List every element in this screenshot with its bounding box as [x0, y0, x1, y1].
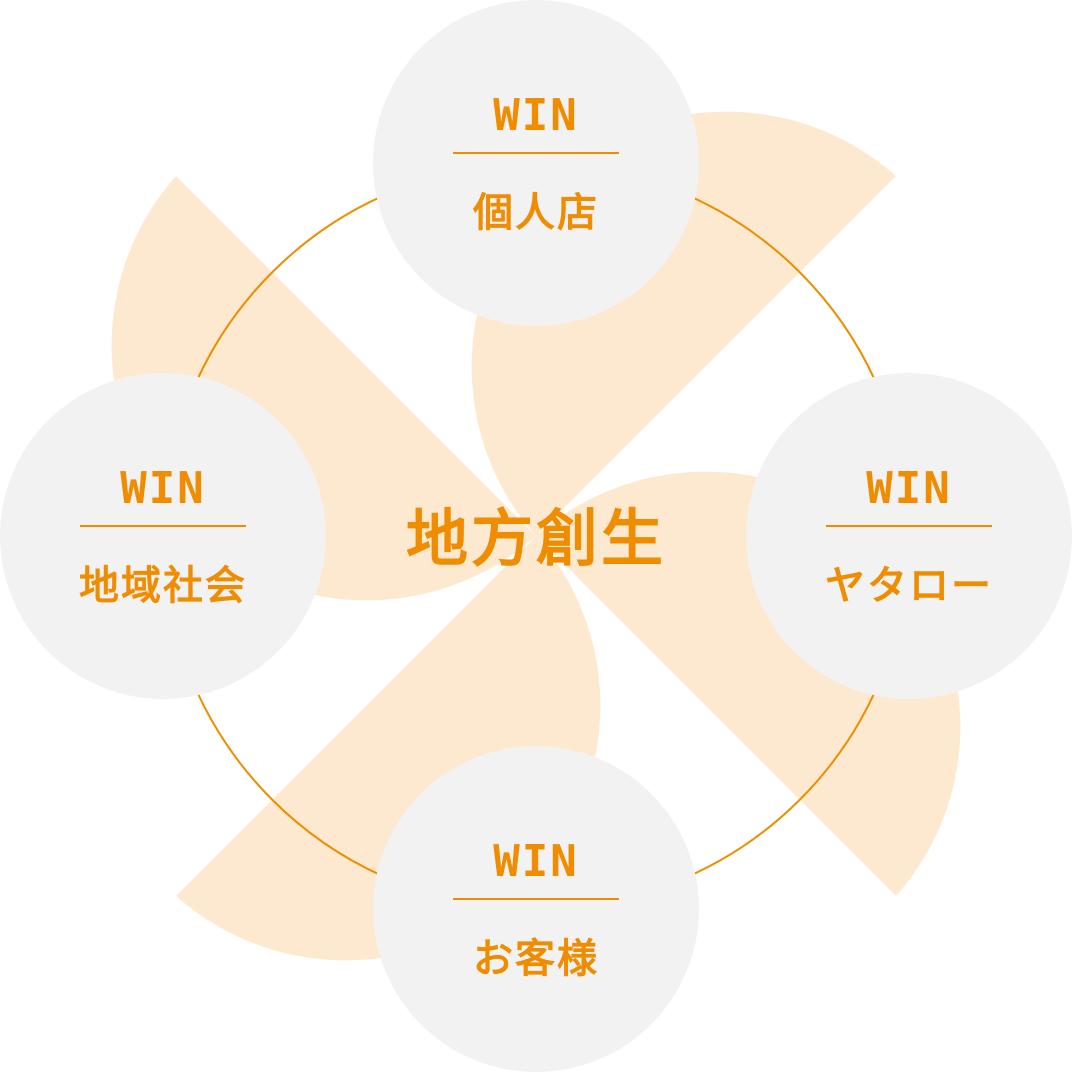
node-individual-store: WIN 個人店: [373, 0, 699, 326]
node-circle: [373, 746, 699, 1072]
node-customers: WIN お客様: [373, 746, 699, 1072]
node-circle: [746, 373, 1072, 699]
win-label: WIN: [493, 90, 578, 141]
node-label: お客様: [473, 936, 599, 982]
node-local-community: WIN 地域社会: [0, 373, 326, 699]
win-label: WIN: [120, 463, 205, 514]
node-circle: [0, 373, 326, 699]
win-label: WIN: [493, 836, 578, 887]
node-label: 地域社会: [79, 563, 247, 609]
win-label: WIN: [866, 463, 951, 514]
center-label: 地方創生: [406, 502, 666, 575]
node-label: ヤタロー: [825, 563, 993, 609]
node-yataro: WIN ヤタロー: [746, 373, 1072, 699]
node-label: 個人店: [472, 190, 599, 236]
node-circle: [373, 0, 699, 326]
